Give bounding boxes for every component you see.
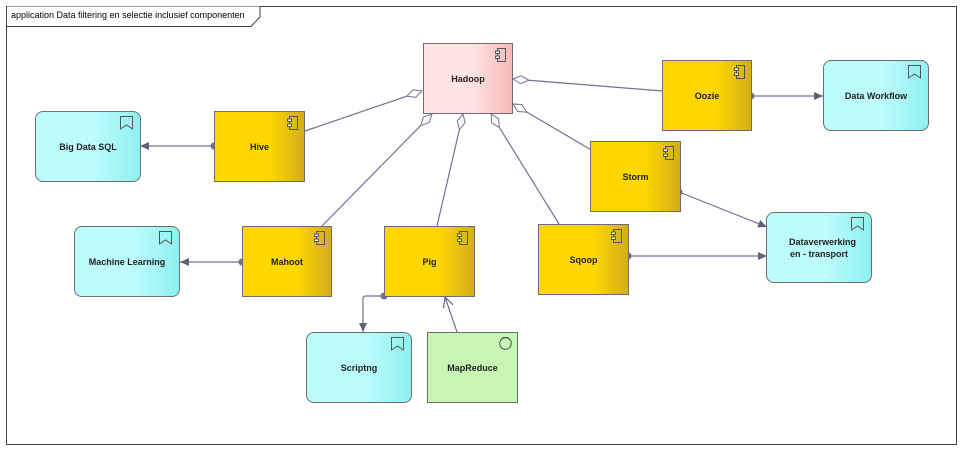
- node-big-data-sql[interactable]: Big Data SQL: [35, 111, 141, 182]
- node-label: Dataverwerking en - transport: [789, 236, 857, 259]
- component-icon: [314, 231, 325, 245]
- node-storm[interactable]: Storm: [590, 141, 681, 212]
- edge-pig-scripting: [359, 295, 384, 332]
- node-mahoot[interactable]: Mahoot: [242, 226, 332, 297]
- node-dataverwerking[interactable]: Dataverwerking en - transport: [766, 212, 872, 283]
- node-oozie[interactable]: Oozie: [662, 60, 752, 131]
- node-machine-learning[interactable]: Machine Learning: [74, 226, 180, 297]
- edge-oozie-hadoop: [513, 79, 664, 92]
- component-icon: [734, 65, 745, 79]
- node-label: Pig: [422, 256, 437, 267]
- node-label: Scriptng: [340, 362, 378, 373]
- node-pig[interactable]: Pig: [384, 226, 475, 297]
- edge-mahoot-hadoop: [321, 114, 432, 227]
- node-label: Hive: [249, 141, 269, 152]
- service-icon: [391, 337, 404, 351]
- node-label: Data Workflow: [844, 90, 908, 101]
- component-icon: [611, 229, 622, 243]
- edge-mapreduce-pig: [445, 297, 458, 333]
- service-icon: [908, 65, 921, 79]
- edge-storm-dataverwerking: [678, 191, 768, 228]
- edge-storm-hadoop: [513, 104, 594, 152]
- component-icon: [663, 146, 674, 160]
- service-icon: [159, 231, 172, 245]
- component-icon: [287, 116, 298, 130]
- component-icon: [495, 48, 506, 62]
- node-label: MapReduce: [447, 362, 498, 373]
- service-icon: [851, 217, 864, 231]
- node-scripting[interactable]: Scriptng: [306, 332, 412, 403]
- node-sqoop[interactable]: Sqoop: [538, 224, 629, 295]
- component-icon: [457, 231, 468, 245]
- node-label: Big Data SQL: [59, 141, 117, 152]
- node-label: Sqoop: [569, 254, 598, 265]
- node-label: Hadoop: [451, 73, 485, 84]
- edge-hive-hadoop: [304, 91, 422, 132]
- title-tab-shape: [6, 6, 261, 27]
- edge-sqoop-hadoop: [491, 114, 560, 225]
- diagram-frame: [6, 6, 957, 445]
- node-label: Oozie: [694, 90, 720, 101]
- diagram-title: application Data filtering en selectie i…: [11, 10, 245, 20]
- service-icon: [120, 116, 133, 130]
- edge-pig-hadoop: [436, 114, 463, 227]
- node-hadoop[interactable]: Hadoop: [423, 43, 513, 114]
- node-mapreduce[interactable]: MapReduce: [427, 332, 518, 403]
- process-icon: [499, 337, 512, 350]
- node-data-workflow[interactable]: Data Workflow: [823, 60, 929, 131]
- node-hive[interactable]: Hive: [214, 111, 305, 182]
- node-label: Mahoot: [271, 256, 303, 267]
- node-label: Storm: [622, 171, 649, 182]
- node-label: Machine Learning: [88, 256, 166, 267]
